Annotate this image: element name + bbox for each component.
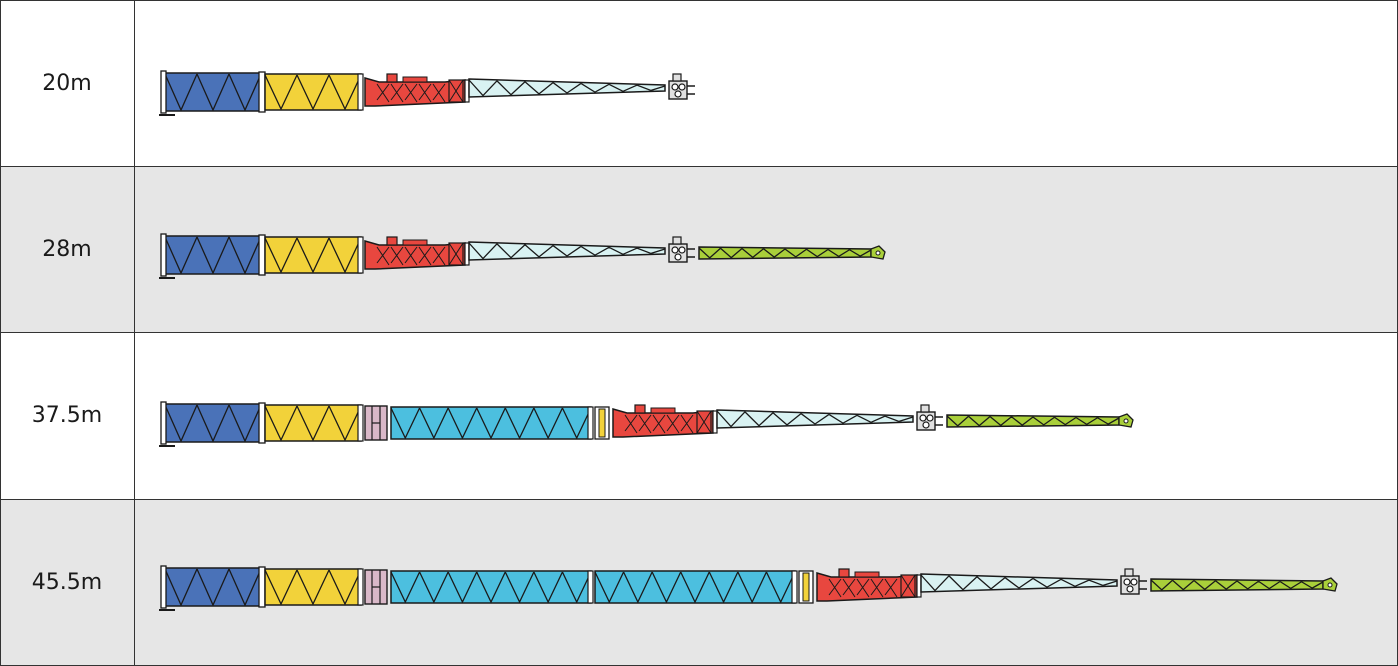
column-divider (134, 0, 135, 666)
boom-section-pink (364, 569, 388, 605)
boom-section-cyan (594, 570, 798, 604)
boom-section-base (159, 565, 266, 611)
row-divider (0, 166, 1398, 167)
boom-section-pink (364, 405, 388, 441)
config-row-37-5m: 37.5m (0, 332, 1398, 499)
config-row-20m: 20m (0, 0, 1398, 166)
row-divider (0, 332, 1398, 333)
boom-section-jib (946, 413, 1134, 428)
length-label: 28m (42, 236, 92, 262)
length-label: 37.5m (31, 403, 103, 428)
boom-section-yellow (264, 568, 364, 606)
boom-section-yellow (264, 404, 364, 442)
boom-section-red (816, 568, 922, 602)
boom-section-head (668, 73, 695, 100)
boom-section-light (920, 573, 1118, 593)
length-label: 45.5m (31, 570, 103, 595)
boom-section-head (1120, 568, 1147, 595)
boom-section-red (612, 404, 718, 438)
boom-section-light (468, 78, 666, 98)
boom-section-head (668, 236, 695, 263)
boom-section-connector (594, 406, 610, 440)
boom-section-yellow (264, 236, 364, 274)
boom-section-cyan (390, 570, 594, 604)
boom-section-light (468, 241, 666, 261)
boom-section-red (364, 236, 470, 270)
row-divider (0, 499, 1398, 500)
boom-section-jib (698, 245, 886, 260)
length-label: 20m (42, 70, 92, 96)
boom-section-cyan (390, 406, 594, 440)
boom-section-base (159, 233, 266, 279)
boom-section-connector (798, 570, 814, 604)
boom-section-base (159, 70, 266, 116)
boom-section-jib (1150, 577, 1338, 592)
boom-section-head (916, 404, 943, 431)
boom-section-light (716, 409, 914, 429)
boom-section-base (159, 401, 266, 447)
boom-section-red (364, 73, 470, 107)
boom-section-yellow (264, 73, 364, 111)
